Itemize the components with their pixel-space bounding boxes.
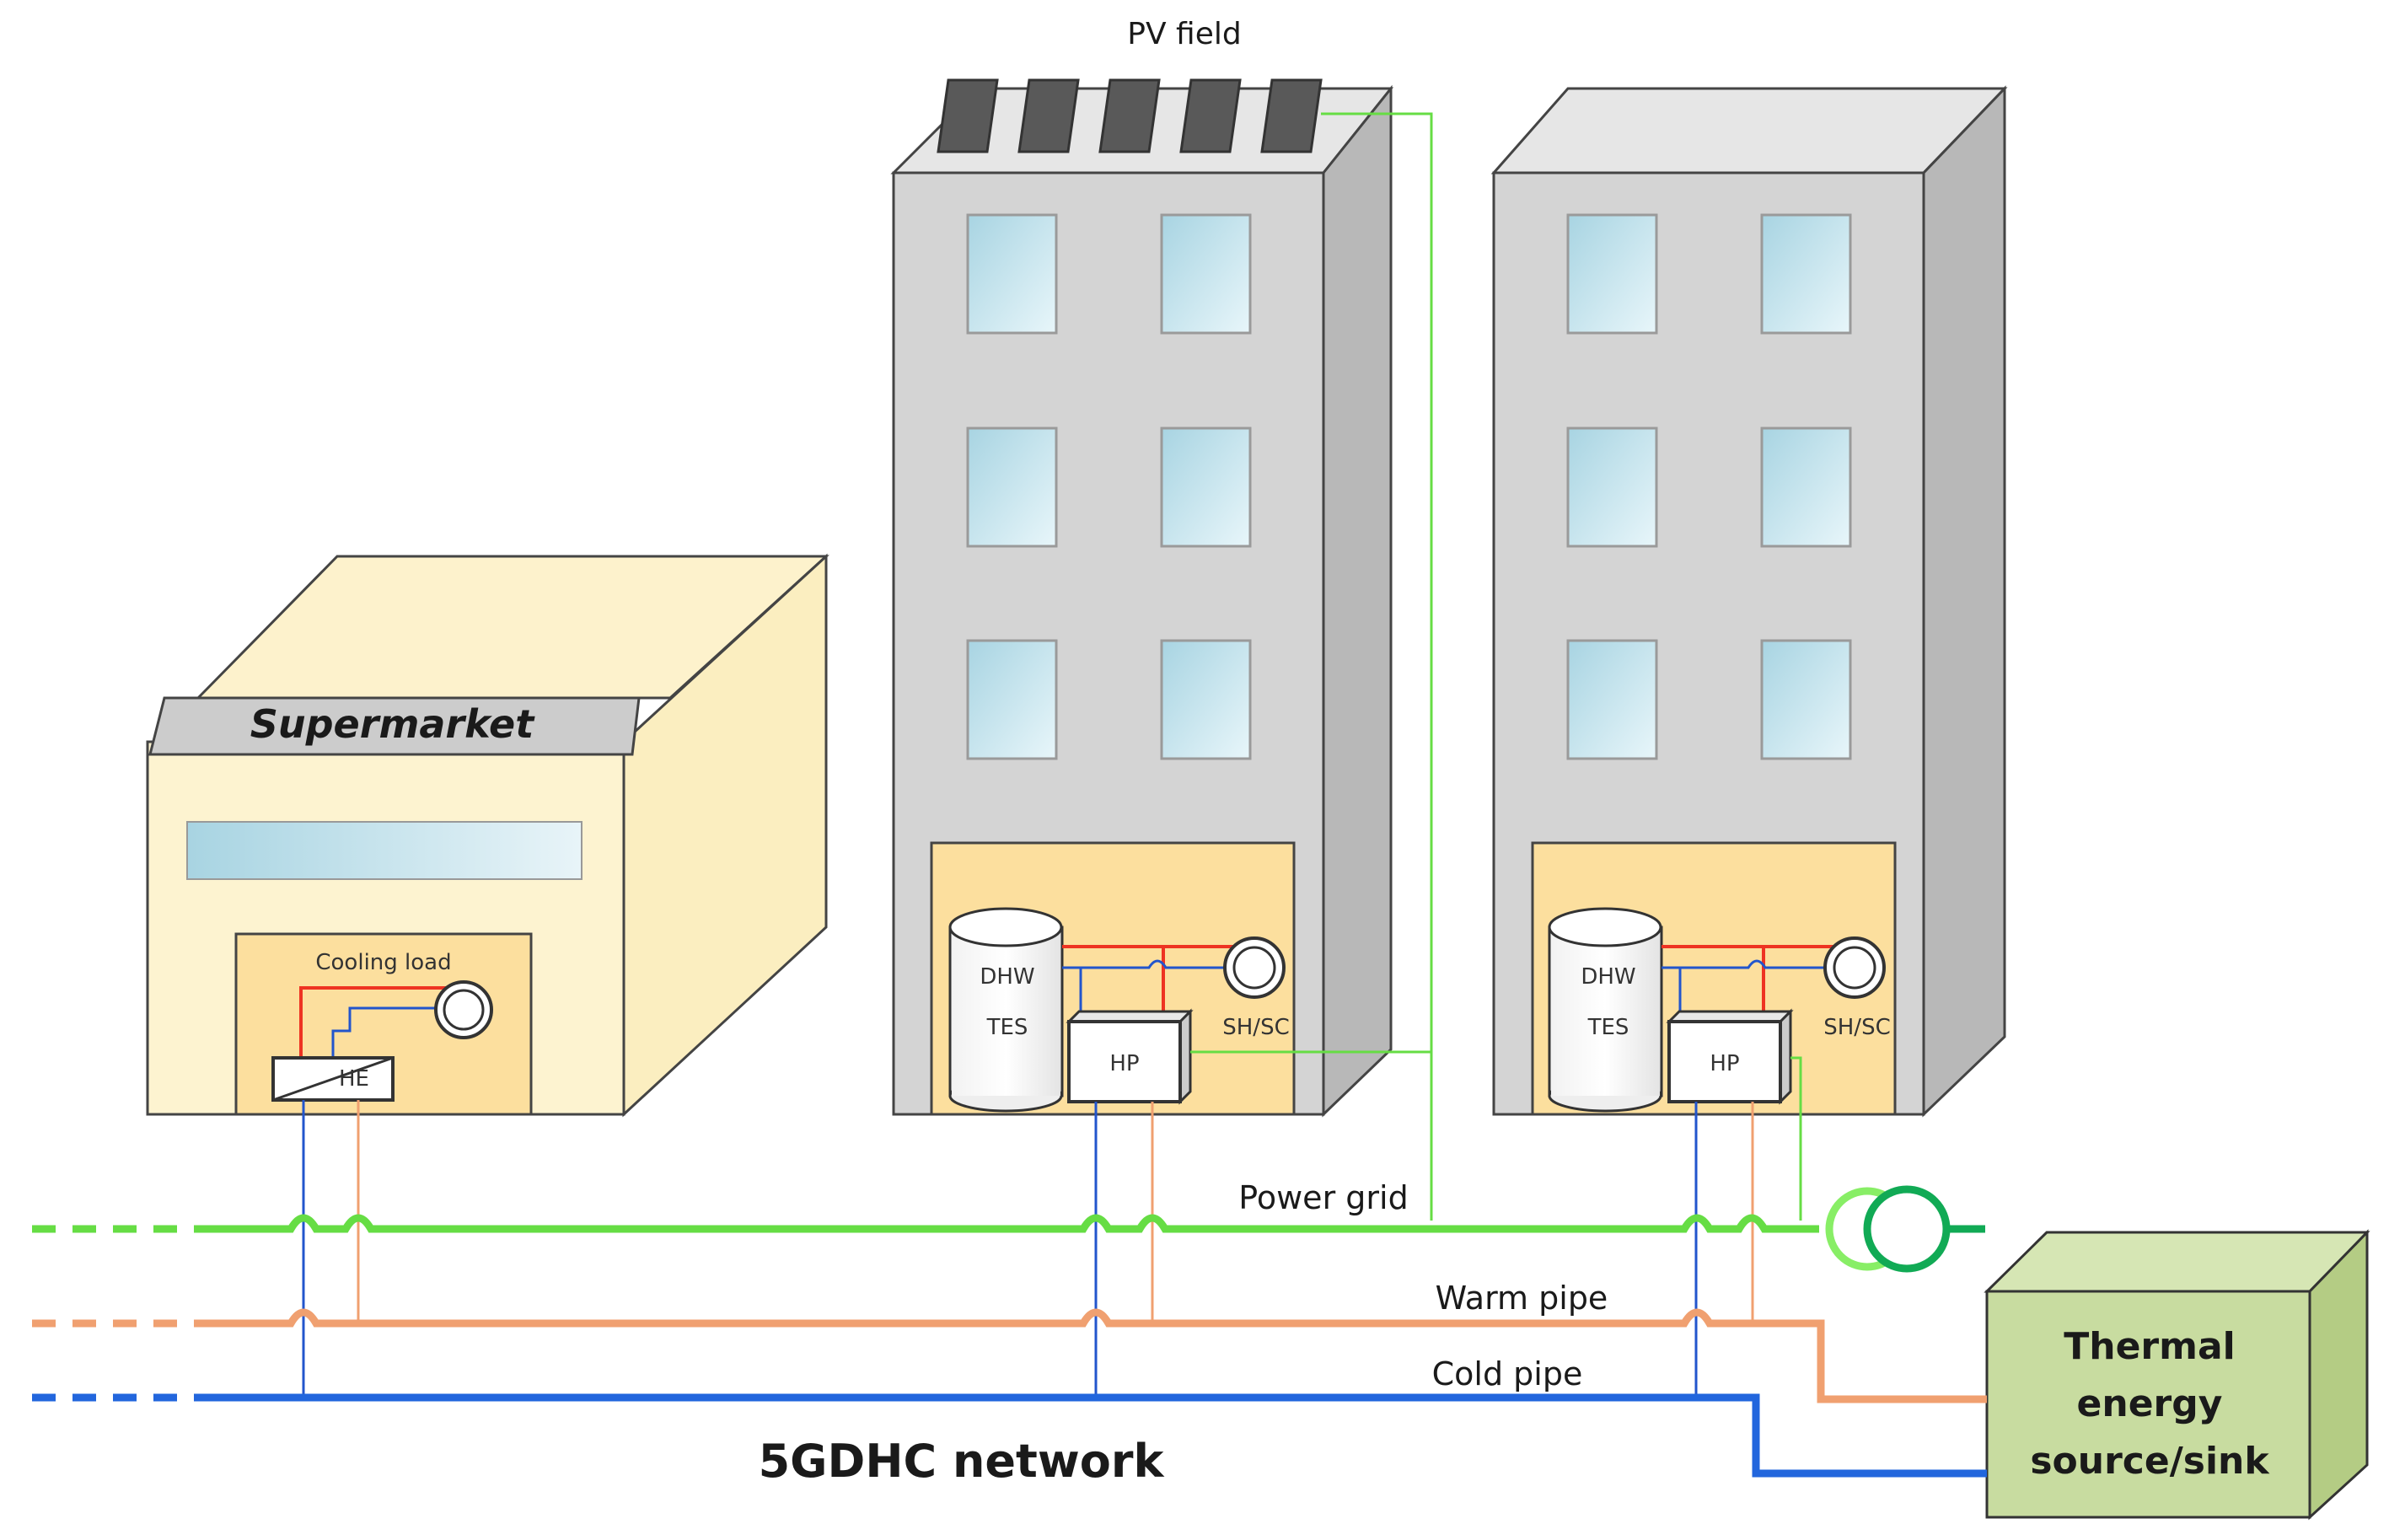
cooling-blue-line: [331, 1006, 447, 1058]
warm-pipe-label: Warm pipe: [1436, 1280, 1608, 1317]
supermarket-sign: [148, 696, 641, 756]
thermal-label-1: Thermal: [2064, 1325, 2236, 1368]
power-grid-label: Power grid: [1238, 1179, 1408, 1216]
hp-label: HP: [1109, 1051, 1139, 1076]
b2-blue-line: [1662, 959, 1833, 969]
warm-pipe-line: [196, 1308, 1987, 1403]
window: [966, 427, 1058, 548]
window: [1760, 639, 1852, 760]
thermal-label-3: source/sink: [2030, 1440, 2270, 1483]
sh-sc-label: SH/SC: [1823, 1015, 1890, 1040]
window: [1566, 213, 1658, 335]
dhw-label: DHW: [980, 964, 1034, 990]
tes-label: TES: [1587, 1015, 1629, 1040]
dhw-tes-tank: DHW TES: [948, 907, 1064, 1113]
thermal-energy-box: Thermal energy source/sink: [1984, 1229, 2370, 1521]
window: [1160, 213, 1252, 335]
thermal-label-2: energy: [2077, 1382, 2223, 1425]
pv-panel: [1260, 78, 1323, 153]
power-grid-line: [196, 1214, 1819, 1233]
building-2-roof: [1490, 87, 2008, 174]
he-label: HE: [339, 1066, 369, 1092]
window: [1160, 427, 1252, 548]
supermarket-window: [186, 821, 582, 880]
dhw-label: DHW: [1581, 964, 1635, 990]
hp-label: HP: [1710, 1051, 1739, 1076]
cooling-load-label: Cooling load: [315, 950, 451, 975]
window: [966, 213, 1058, 335]
heat-pump: HP: [1066, 1008, 1194, 1105]
sh-sc-label: SH/SC: [1222, 1015, 1289, 1040]
pv-field-label: PV field: [1127, 17, 1241, 51]
building-2-windows: [1566, 213, 1852, 760]
window: [1760, 427, 1852, 548]
building-1: PV field DHW TES SH/SC HP: [890, 17, 1394, 1118]
supermarket-label: Supermarket: [250, 701, 535, 747]
building-2: DHW TES SH/SC HP: [1490, 85, 2008, 1118]
network-label: 5GDHC network: [759, 1435, 1165, 1488]
cold-pipe-line: [196, 1393, 1987, 1478]
building-1-side: [1322, 84, 1393, 1118]
pv-panel: [1179, 78, 1242, 153]
window: [1566, 427, 1658, 548]
pv-panel: [1017, 78, 1080, 153]
pv-electric-line: [1321, 112, 1433, 1221]
building-2-side: [1922, 85, 2006, 1118]
pv-panels: [937, 78, 1323, 153]
b1-blue-line: [1062, 959, 1233, 969]
window: [1760, 213, 1852, 335]
window: [1160, 639, 1252, 760]
cooling-red-line: [299, 986, 447, 1058]
pv-panel: [1098, 78, 1161, 153]
tes-label: TES: [986, 1015, 1028, 1040]
heat-pump: HP: [1666, 1008, 1794, 1105]
hp2-electric-line: [1790, 1056, 1802, 1221]
pv-panel: [937, 78, 999, 153]
building-1-windows: [966, 213, 1252, 760]
supermarket-building: Supermarket Cooling load HE: [146, 553, 829, 1118]
cold-pipe-label: Cold pipe: [1432, 1355, 1583, 1392]
dhw-tes-tank: DHW TES: [1548, 907, 1663, 1113]
window: [966, 639, 1058, 760]
transformer-icon: [1825, 1185, 1985, 1273]
window: [1566, 639, 1658, 760]
